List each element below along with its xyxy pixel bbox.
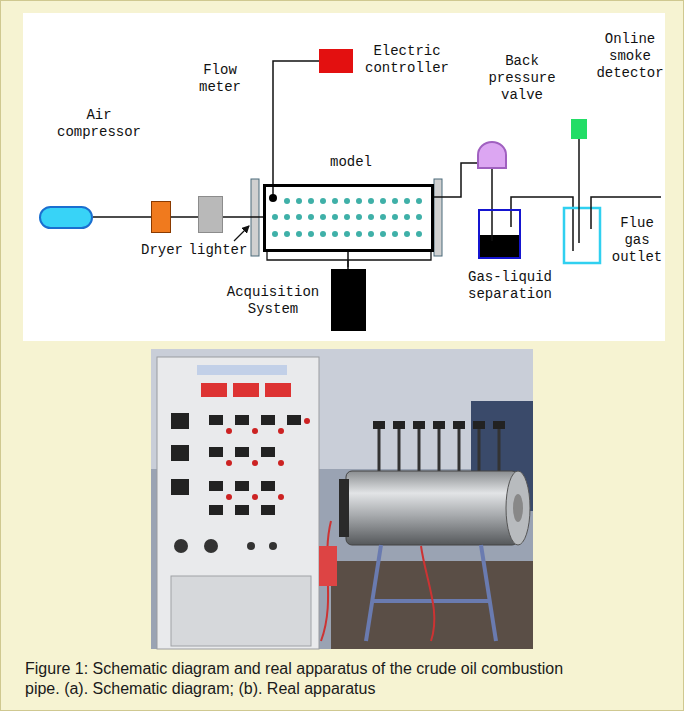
pipe-line [491, 169, 493, 209]
signal-wire [267, 252, 431, 260]
flowmeter-symbol: Flow meter [198, 196, 223, 233]
part-label: lighter [187, 242, 249, 259]
component-label: Dryer [134, 242, 190, 259]
pipe-flange [251, 179, 442, 256]
compressor-symbol: Air compressor [39, 206, 93, 229]
combustion-tube: model [263, 184, 434, 252]
component-label: Electric controller [361, 43, 453, 77]
component-label: Online smoke detector [595, 31, 665, 82]
valve-dome [478, 142, 506, 168]
controller-symbol: Electric controller [319, 49, 353, 73]
dryer-symbol: Dryer [151, 201, 171, 233]
part-label: Flue gas outlet [609, 215, 665, 266]
pipe-line [434, 163, 477, 197]
inlet-tube [491, 210, 493, 241]
pipe-line [223, 216, 263, 218]
component-label: Acquisition System [221, 284, 325, 318]
valve-symbol: Back pressure valve [477, 141, 507, 169]
component-label: model [324, 154, 378, 171]
absorber-bottle [564, 208, 600, 263]
separator-symbol: Gas-liquid separation [478, 209, 521, 259]
component-label: Back pressure valve [485, 53, 559, 104]
igniter-wire [269, 185, 277, 202]
detector-symbol: Online smoke detector [571, 119, 587, 139]
acquisition-symbol: Acquisition System [331, 269, 366, 331]
pipe-line [273, 61, 319, 184]
figure-caption: Figure 1: Schematic diagram and real app… [25, 659, 585, 699]
component-label: Air compressor [53, 107, 145, 141]
liquid-level [480, 235, 519, 257]
component-label: Flow meter [194, 62, 246, 96]
detector-probe [578, 139, 580, 243]
schematic-panel [23, 13, 665, 341]
thermocouple-dots [272, 198, 422, 237]
pipe-line [171, 216, 198, 218]
apparatus-photo [151, 349, 533, 649]
pipe-line [347, 252, 349, 269]
component-label: Gas-liquid separation [463, 269, 557, 303]
valve-outline [477, 141, 507, 169]
pipe-line [93, 216, 151, 218]
leader-line [234, 226, 249, 241]
